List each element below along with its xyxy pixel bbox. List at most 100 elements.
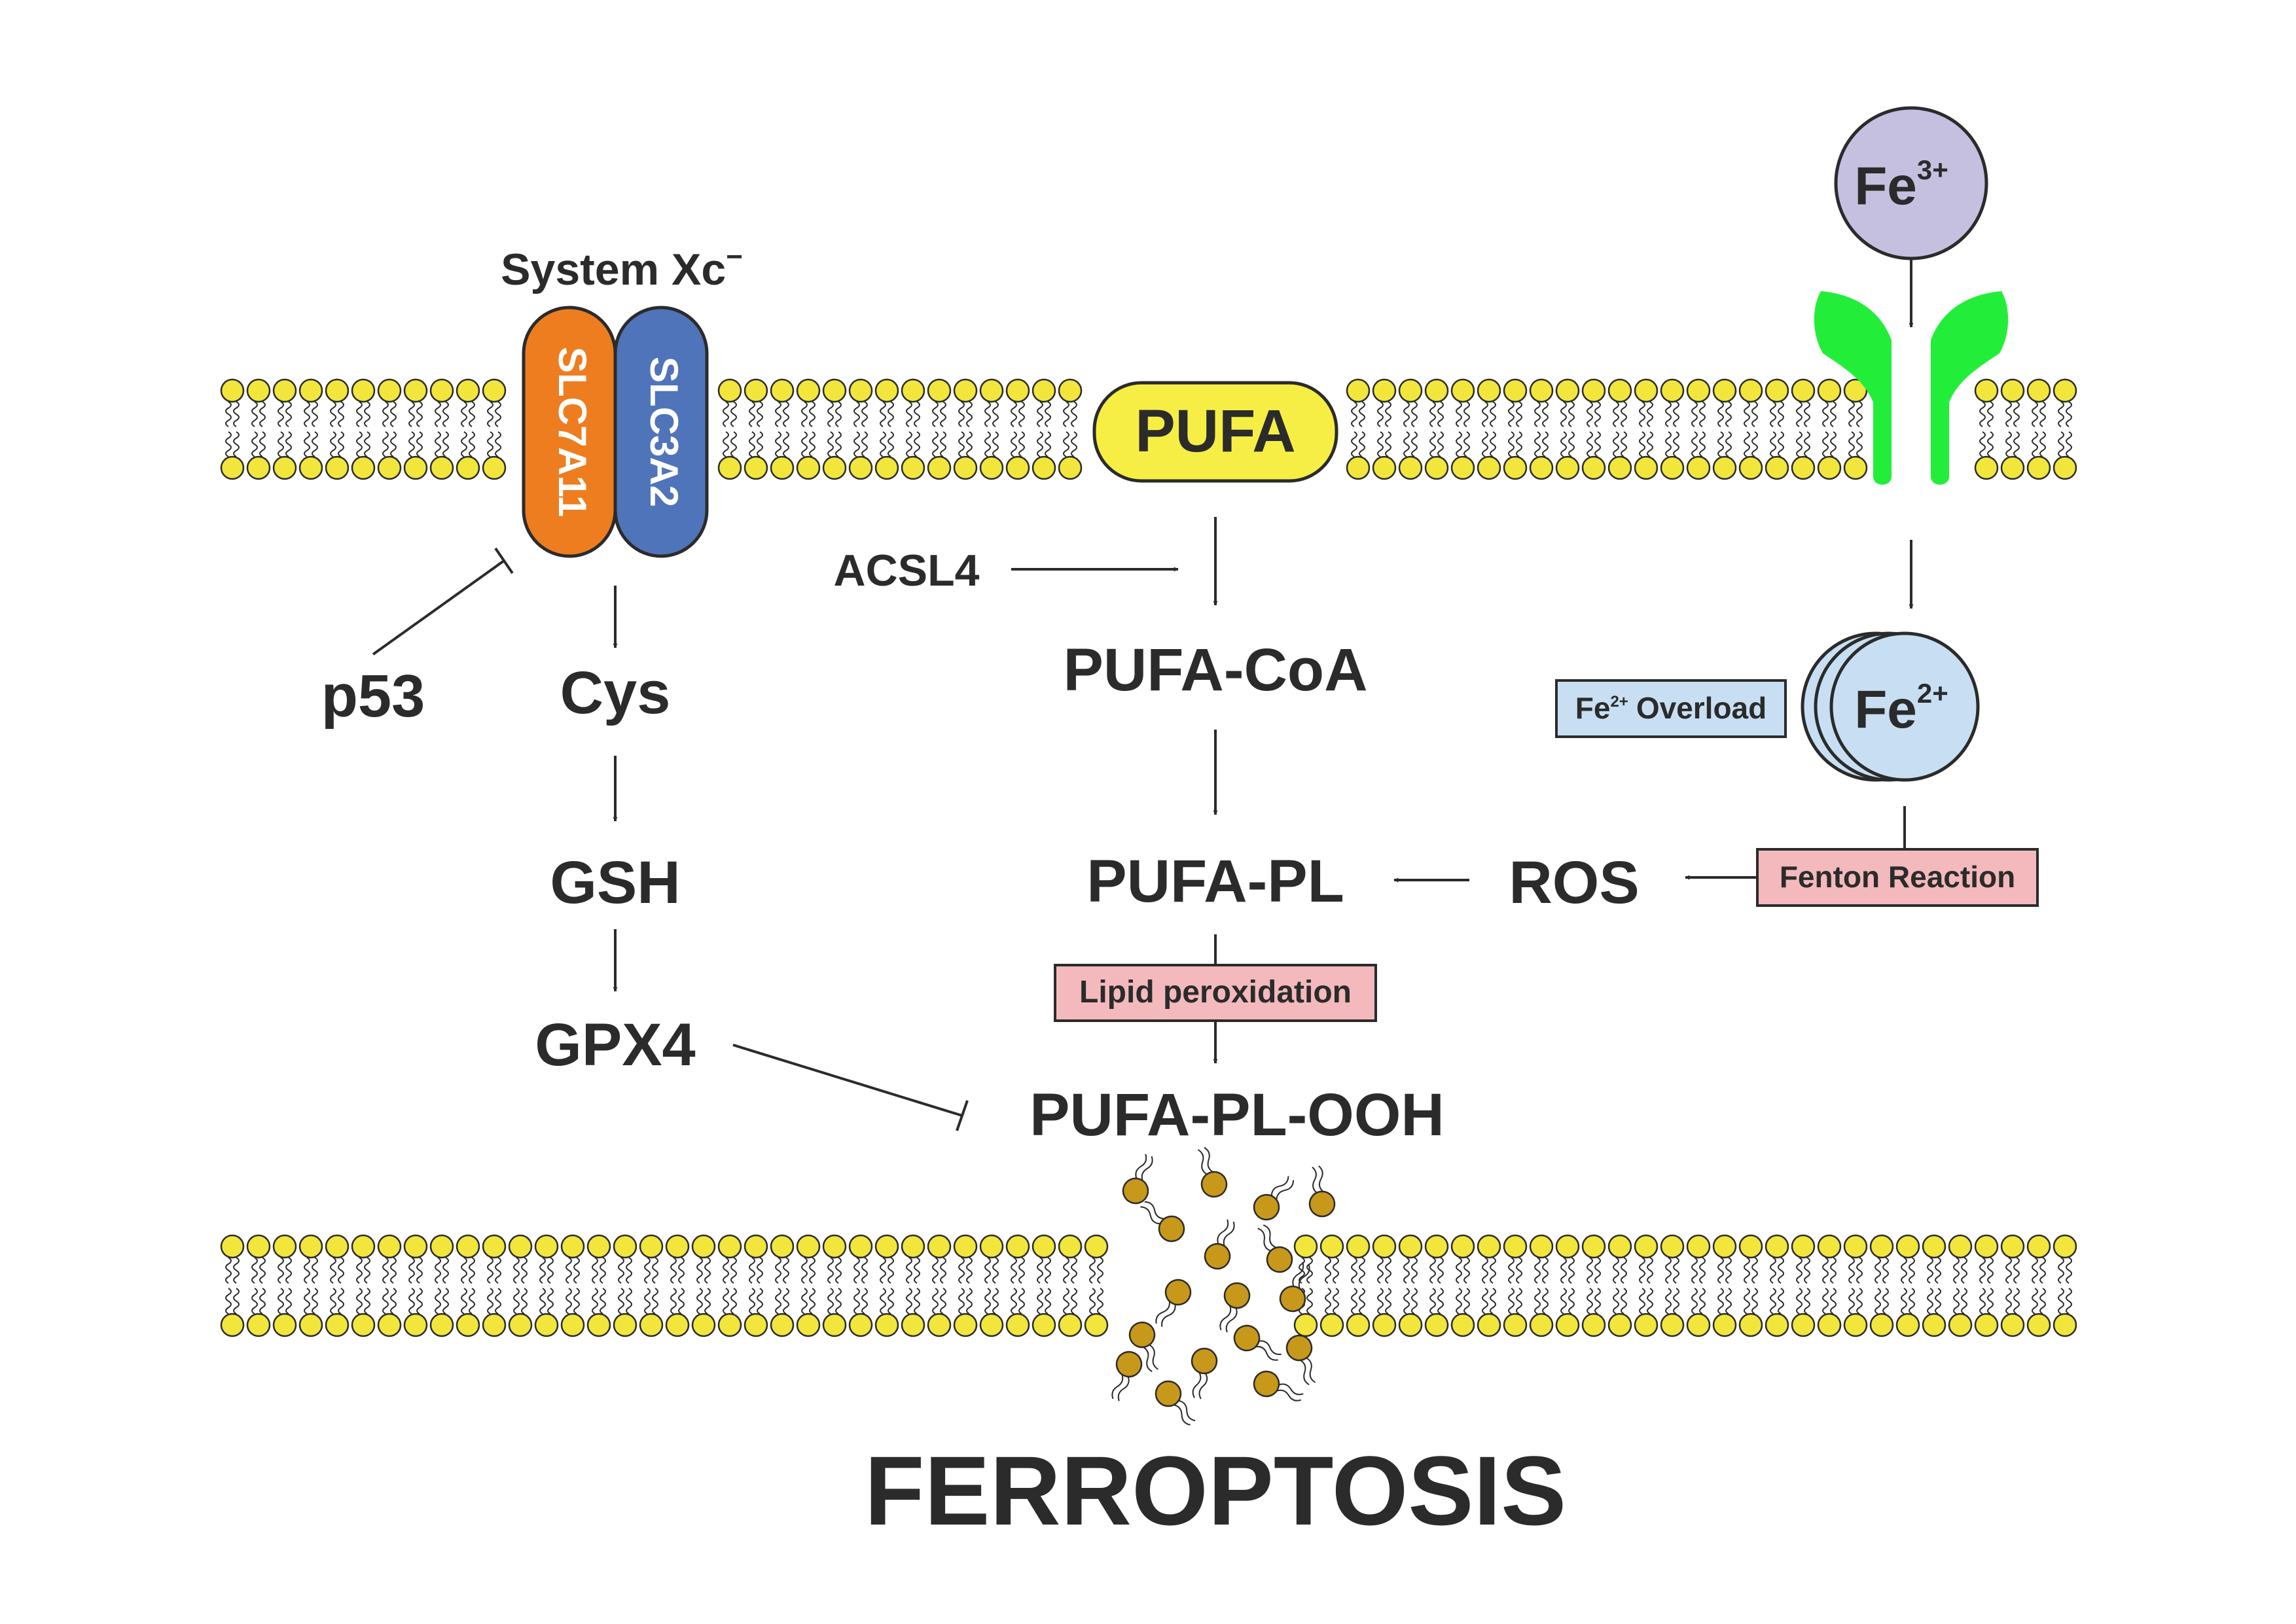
lipid-tail: [1403, 401, 1410, 427]
lipid-tail: [1979, 431, 1986, 457]
lipid-tail: [487, 401, 493, 427]
lipid-head: [1581, 1313, 1606, 1337]
lipid-head: [953, 378, 978, 403]
lipid-tail: [1901, 1257, 1907, 1284]
lipid-head: [1817, 378, 1842, 403]
lipid-head: [1293, 1313, 1318, 1337]
lipid-tail: [1429, 401, 1436, 427]
lipid-head: [1581, 378, 1606, 403]
lipid-tail: [906, 1257, 912, 1284]
lipid-tail: [1037, 1288, 1043, 1315]
lipid-tail: [1613, 1257, 1619, 1284]
lipid-tail: [1359, 1288, 1365, 1315]
lipid-head: [848, 1234, 873, 1259]
lipid-head: [560, 1234, 585, 1259]
lipid-head: [927, 378, 952, 403]
lipid-tail: [1725, 1257, 1732, 1284]
lipid-tail: [1830, 1257, 1837, 1284]
lipid-tail: [1927, 1288, 1933, 1315]
lipid-head: [220, 455, 245, 480]
lipid-tail: [225, 1288, 232, 1315]
lipid-tail: [1856, 1257, 1863, 1284]
lipid-head: [2053, 1234, 2077, 1259]
lipid-tail: [225, 1257, 232, 1284]
lipid-head: [298, 1313, 323, 1337]
lipid-tail: [1482, 1257, 1488, 1284]
lipid-head: [613, 1234, 637, 1259]
lipid-tail: [1385, 1288, 1391, 1315]
lipid-head: [848, 1313, 873, 1337]
lipid-head: [2026, 1234, 2051, 1259]
lipid-tail: [1594, 401, 1601, 427]
lipid-tail: [304, 1257, 310, 1284]
acsl4-label: ACSL4: [834, 546, 980, 595]
lipid-tail: [416, 1288, 423, 1315]
lipid-head: [1346, 1313, 1371, 1337]
lipid-head: [1974, 455, 1999, 480]
lipid-tail: [390, 401, 397, 427]
lipid-head: [927, 455, 952, 480]
lipid-tail: [1987, 431, 1994, 457]
lipid-tail: [1594, 1257, 1601, 1284]
lipid-tail: [233, 1288, 240, 1315]
lipid-head: [1372, 378, 1397, 403]
lipid-tail: [2066, 1288, 2072, 1315]
lipid-tail: [382, 431, 389, 457]
lipid-head: [246, 1313, 271, 1337]
fe2-label: Fe2+: [1854, 678, 1948, 739]
lipid-head: [272, 378, 297, 403]
lipid-tail: [408, 1288, 415, 1315]
lipid-tail: [1377, 431, 1384, 457]
lipid-head: [429, 378, 454, 403]
lipid-head: [1843, 1313, 1868, 1337]
lipid-tail: [1691, 1288, 1698, 1315]
lipid-tail: [940, 1257, 946, 1284]
lipid-head: [1319, 1313, 1344, 1337]
lipid-head: [717, 378, 742, 403]
lipid-tail: [1717, 431, 1724, 457]
lipid-tail: [958, 1257, 965, 1284]
lipid-tail: [992, 1257, 999, 1284]
lipid-tail: [1751, 401, 1758, 427]
released-lipid: [1308, 1165, 1336, 1218]
lipid-tail: [827, 431, 834, 457]
lipid-tail: [1822, 401, 1829, 427]
lipid-tail: [2039, 401, 2046, 427]
lipid-tail: [1560, 431, 1567, 457]
lipid-tail: [1351, 431, 1357, 457]
lipid-head: [1765, 1234, 1789, 1259]
lipid-head: [770, 1313, 795, 1337]
lipid-head: [403, 1313, 428, 1337]
lipid-tail: [1037, 431, 1043, 457]
lipid-tail: [390, 431, 397, 457]
lipid-head: [1712, 378, 1737, 403]
lipid-tail: [1987, 401, 1994, 427]
lipid-tail: [1778, 431, 1784, 457]
lipid-head: [1477, 455, 1501, 480]
lipid-tail: [1333, 1288, 1339, 1315]
lipid-head: [1398, 1313, 1423, 1337]
lipid-tail: [1647, 1257, 1653, 1284]
lipid-tail: [330, 1288, 336, 1315]
lipid-head: [1922, 1234, 1946, 1259]
lipid-tail: [704, 1288, 711, 1315]
lipid-tail: [1751, 1257, 1758, 1284]
lipid-tail: [2066, 401, 2072, 427]
lipid-tail: [1822, 431, 1829, 457]
lipid-tail: [1568, 1257, 1575, 1284]
lipid-head: [953, 1234, 978, 1259]
lipid-head: [1555, 378, 1580, 403]
ferroptosis-title: FERROPTOSIS: [865, 1436, 1566, 1545]
lipid-head: [691, 1234, 716, 1259]
lipid-tail: [1673, 1257, 1679, 1284]
lipid-head: [325, 1313, 350, 1337]
lipid-tail: [992, 401, 999, 427]
lipid-tail: [1804, 1288, 1810, 1315]
lipid-head: [1634, 455, 1659, 480]
lipid-tail: [416, 401, 423, 427]
lipid-head: [665, 1234, 690, 1259]
lipid-head: [1895, 1313, 1920, 1337]
lipid-tail: [285, 1257, 292, 1284]
released-lipid: [1257, 1224, 1293, 1273]
lipid-tail: [251, 1288, 258, 1315]
